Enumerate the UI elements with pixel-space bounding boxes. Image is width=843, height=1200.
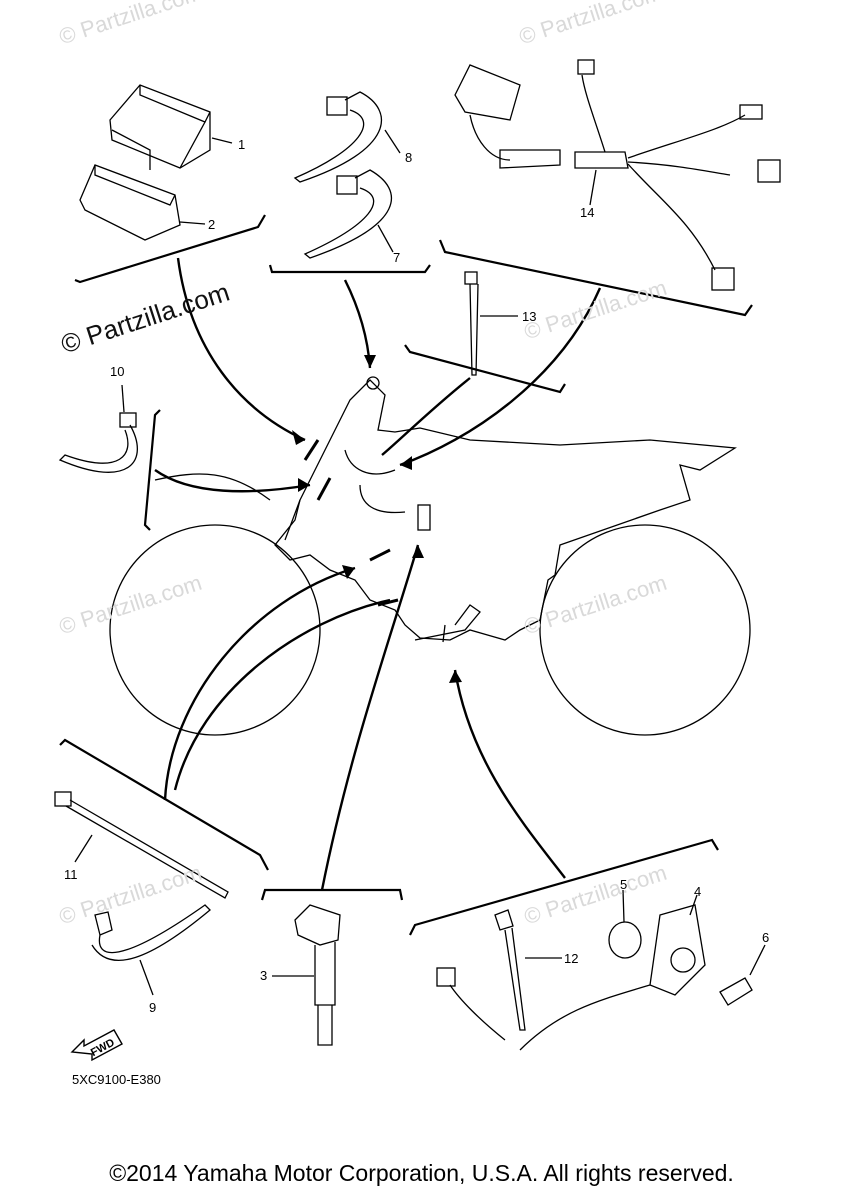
connector-clip-7 bbox=[303, 169, 394, 259]
bracket-harness bbox=[438, 239, 753, 317]
arrow-heads bbox=[292, 355, 462, 683]
bolt bbox=[719, 944, 766, 1006]
parts-diagram bbox=[54, 59, 781, 1051]
callout-5: 5 bbox=[620, 877, 628, 892]
cable-tie-13 bbox=[464, 271, 518, 376]
cable-tie-12 bbox=[494, 909, 562, 1031]
callout-12: 12 bbox=[564, 951, 579, 966]
callout-3: 3 bbox=[260, 968, 268, 983]
ecu-case bbox=[79, 164, 206, 241]
leader-arrows bbox=[154, 257, 602, 891]
bracket-tie11 bbox=[59, 738, 269, 871]
band-9 bbox=[91, 904, 211, 996]
fwd-label: FWD bbox=[89, 1037, 117, 1059]
ecu-unit bbox=[109, 84, 233, 170]
callout-4: 4 bbox=[694, 884, 702, 899]
callout-2: 2 bbox=[208, 217, 216, 232]
sensor bbox=[436, 894, 706, 1051]
bracket-tie13 bbox=[404, 344, 566, 394]
ignition-coil bbox=[272, 904, 341, 1046]
callout-14: 14 bbox=[580, 205, 595, 220]
callout-8: 8 bbox=[405, 150, 413, 165]
callout-9: 9 bbox=[149, 1000, 157, 1015]
callout-7: 7 bbox=[393, 250, 401, 265]
copyright-notice: ©2014 Yamaha Motor Corporation, U.S.A. A… bbox=[109, 1160, 734, 1186]
wire-harness bbox=[454, 59, 781, 291]
callout-13: 13 bbox=[522, 309, 537, 324]
callout-1: 1 bbox=[238, 137, 246, 152]
bracket-clip10 bbox=[143, 409, 161, 531]
bracket-coil bbox=[260, 888, 404, 901]
cable-tie-11 bbox=[54, 791, 229, 899]
bracket-ecu bbox=[74, 214, 266, 284]
callout-11: 11 bbox=[64, 867, 78, 882]
bracket-connectors bbox=[268, 264, 431, 274]
forward-arrow-icon: FWD bbox=[70, 1029, 123, 1062]
callout-6: 6 bbox=[762, 930, 770, 945]
bracket-sensor bbox=[409, 838, 719, 936]
frame-details bbox=[303, 376, 481, 643]
connector-clip-8 bbox=[293, 91, 401, 183]
o-ring bbox=[608, 921, 642, 959]
diagram-code: 5XC9100-E380 bbox=[72, 1072, 161, 1087]
callout-10: 10 bbox=[110, 364, 125, 379]
clip-10 bbox=[58, 384, 138, 473]
